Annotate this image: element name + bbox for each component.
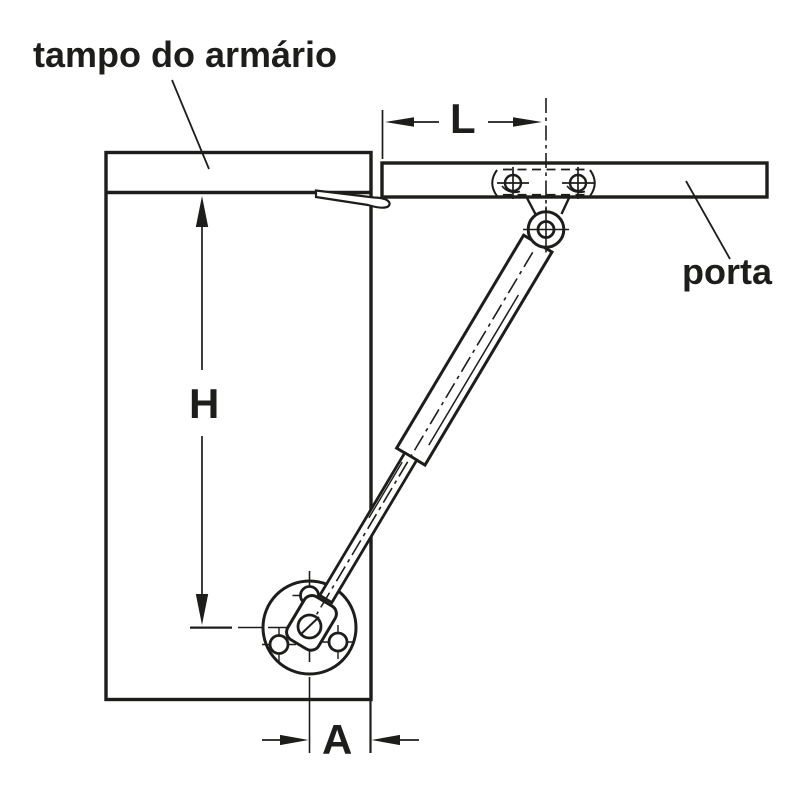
leader-line [171, 79, 210, 170]
disc-hole-left [262, 627, 296, 662]
arrowhead-up [195, 196, 209, 227]
arrowhead-right [513, 117, 542, 127]
ball-stud-slash [299, 616, 320, 636]
dim-A-label: A [322, 716, 352, 763]
callout-cabinet-top: tampo do armário [33, 34, 337, 170]
screw-envelope-right-arc [589, 169, 596, 197]
arrowhead-left-pointing [371, 734, 400, 746]
door [314, 161, 769, 209]
screw-thread-arc [566, 185, 586, 194]
screw-head [503, 173, 523, 193]
bracket-right-side [560, 197, 571, 215]
gas-strut [285, 197, 571, 652]
cabinet-top-label: tampo do armário [33, 34, 337, 75]
door-panel [380, 161, 769, 199]
rod-highlight [368, 461, 403, 519]
leader-line [685, 180, 731, 260]
dimension-H: H [189, 196, 232, 629]
door-bracket-screws [491, 167, 596, 199]
dim-L-label: L [450, 95, 476, 142]
screw-thread-arc [501, 185, 521, 194]
screw-right [562, 167, 594, 199]
arrowhead-right-pointing [280, 734, 309, 746]
dimension-A: A [262, 677, 419, 763]
dimension-L: L [381, 95, 542, 159]
door-label: porta [682, 251, 773, 292]
hole [327, 631, 349, 653]
screw-envelope-left-arc [491, 169, 498, 197]
arrowhead-left [385, 117, 414, 127]
arrowhead-down [195, 594, 209, 625]
screw-head [568, 173, 588, 193]
hole [268, 634, 290, 655]
disc-hole-right [321, 625, 355, 659]
cylinder-highlight [428, 294, 520, 446]
screw-left [497, 167, 529, 199]
dim-H-label: H [189, 380, 219, 427]
strut-axis-centerline [315, 251, 534, 615]
hinge-flap [314, 189, 391, 209]
callout-door: porta [682, 180, 773, 292]
